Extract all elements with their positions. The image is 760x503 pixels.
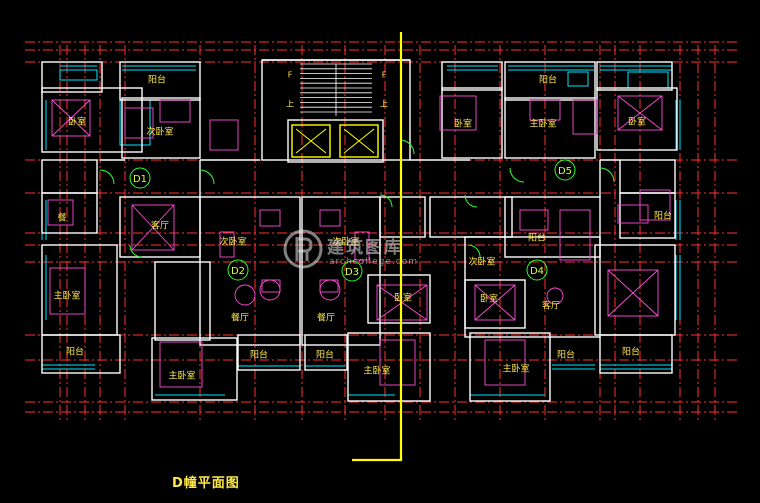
furniture xyxy=(47,95,671,388)
room-label: 阳台 xyxy=(316,349,334,361)
unit-label: D3 xyxy=(345,267,359,278)
unit-label: D4 xyxy=(530,266,544,277)
room-label: 主卧室 xyxy=(168,370,195,382)
room-label: 餐厅 xyxy=(317,312,335,324)
room-label: 阳台 xyxy=(539,74,557,86)
section-cut-line xyxy=(352,32,403,462)
room-label: 卧室 xyxy=(628,116,646,128)
room-label: 主卧室 xyxy=(53,290,80,302)
unit-label: D1 xyxy=(133,174,147,185)
room-label: 次卧室 xyxy=(332,236,359,248)
room-label: 主卧室 xyxy=(502,363,529,375)
room-label: 阳台 xyxy=(528,232,546,244)
room-label: 阳台 xyxy=(250,349,268,361)
stair-mark: F xyxy=(382,71,387,80)
room-labels: 阳台 卧室 次卧室 餐 主卧室 阳台 客厅 次卧室 餐厅 阳台 主卧室 次卧室 … xyxy=(53,74,672,382)
room-label: 主卧室 xyxy=(363,365,390,377)
room-label: 卧室 xyxy=(454,118,472,130)
room-label: 客厅 xyxy=(151,220,169,232)
elevator-shafts xyxy=(291,124,379,158)
room-label: 卧室 xyxy=(480,293,498,305)
drawing-title: D幢平面图 xyxy=(172,476,240,491)
unit-markers xyxy=(99,139,615,258)
stair-mark: 上 xyxy=(380,100,388,109)
unit-circle: D5 xyxy=(554,159,576,181)
stairwell xyxy=(300,63,372,116)
unit-circle: D4 xyxy=(526,259,548,281)
room-label: 次卧室 xyxy=(468,256,495,268)
unit-label: D2 xyxy=(231,266,245,277)
room-label: 阳台 xyxy=(557,349,575,361)
room-label: 阳台 xyxy=(66,346,84,358)
room-label: 餐厅 xyxy=(231,312,249,324)
unit-label: D5 xyxy=(558,166,572,177)
room-label: 阳台 xyxy=(654,210,672,222)
stair-mark: 上 xyxy=(286,100,294,109)
room-label: 客厅 xyxy=(542,300,560,312)
room-label: 次卧室 xyxy=(146,126,173,138)
room-label: 卧室 xyxy=(394,292,412,304)
unit-circle: D2 xyxy=(227,259,249,281)
unit-circle: D3 xyxy=(341,260,363,282)
walls xyxy=(41,59,678,402)
unit-circle: D1 xyxy=(129,167,151,189)
room-label: 次卧室 xyxy=(219,236,246,248)
room-label: 阳台 xyxy=(622,346,640,358)
room-label: 卧室 xyxy=(68,116,86,128)
room-label: 主卧室 xyxy=(529,118,556,130)
room-label: 餐 xyxy=(57,212,66,224)
room-label: 阳台 xyxy=(148,74,166,86)
stair-mark: F xyxy=(288,71,293,80)
